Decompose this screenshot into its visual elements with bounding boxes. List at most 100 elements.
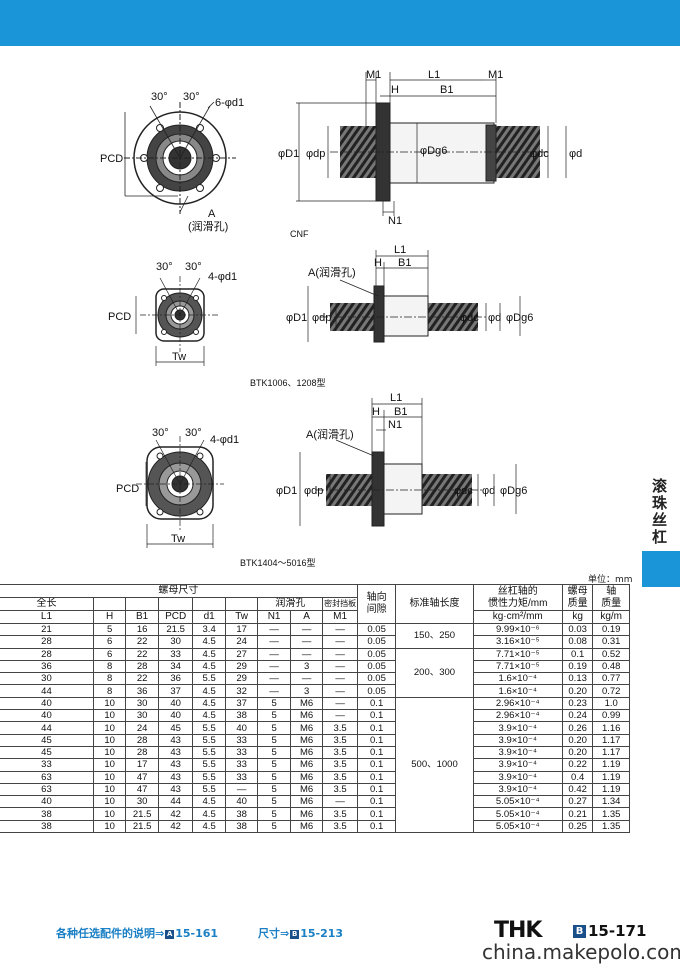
table-cell: 8 <box>92 672 127 686</box>
hdr-B1: B1 <box>125 610 159 624</box>
table-cell: 3.5 <box>322 819 358 834</box>
hdr-total-len: 全长 <box>0 597 94 611</box>
table-cell: 3.4 <box>192 622 226 637</box>
d3-h: H <box>372 406 380 418</box>
table-cell: 43 <box>157 758 194 772</box>
table-cell: M6 <box>289 745 324 760</box>
diagram2-side-view <box>307 250 521 343</box>
d2-tw: Tw <box>172 351 186 363</box>
table-cell: 43 <box>157 782 194 797</box>
table-cell: 5 <box>257 721 291 735</box>
table-cell: 3.9×10⁻⁴ <box>472 758 563 772</box>
table-cell: 33 <box>157 647 194 661</box>
table-cell: M6 <box>289 782 324 797</box>
table-cell: M6 <box>289 758 324 772</box>
table-cell: — <box>322 696 358 711</box>
table-cell: 0.25 <box>561 819 594 834</box>
page-badge: B <box>573 925 586 938</box>
table-cell: 0.1 <box>356 758 397 772</box>
table-cell: 1.19 <box>592 770 630 784</box>
table-cell: 33 <box>0 758 94 772</box>
table-cell: 38 <box>224 709 259 723</box>
d3-d: φd <box>482 485 495 497</box>
table-cell: 24 <box>224 635 259 649</box>
table-cell: 0.1 <box>356 782 397 797</box>
table-cell: 3.9×10⁻⁴ <box>472 733 563 747</box>
hdr-Tw: Tw <box>224 610 259 624</box>
d3-holes: 4-φd1 <box>210 434 239 446</box>
table-cell: 40 <box>224 795 259 809</box>
d1-b1: B1 <box>440 84 453 96</box>
table-cell: — <box>257 622 291 637</box>
table-cell: 0.20 <box>561 745 594 760</box>
table-cell: 5 <box>257 758 291 772</box>
table-cell: 5 <box>257 709 291 723</box>
table-cell: 5 <box>92 622 127 637</box>
table-cell: 0.26 <box>561 721 594 735</box>
table-cell: 1.6×10⁻⁴ <box>472 672 563 686</box>
table-cell: 30 <box>125 709 159 723</box>
table-cell: 43 <box>157 770 194 784</box>
table-cell: 28 <box>125 745 159 760</box>
d2-holes: 4-φd1 <box>208 271 237 283</box>
spec-table: 螺母尺寸 轴向间隙 标准轴长度 丝杠轴的惯性力矩/mm 螺母质量 轴质量 全长 … <box>0 584 630 834</box>
table-cell: 2.96×10⁻⁴ <box>472 696 563 711</box>
table-cell: 5.05×10⁻⁴ <box>472 807 563 821</box>
table-cell: 8 <box>92 684 127 698</box>
d2-angle-a: 30° <box>156 261 173 273</box>
d1-D1: φD1 <box>278 148 299 160</box>
d2-dg6: φDg6 <box>506 312 533 324</box>
table-cell: 30 <box>125 696 159 711</box>
d2-d: φd <box>488 312 501 324</box>
d1-holes: 6-φd1 <box>215 97 244 109</box>
table-cell: 4.5 <box>192 819 226 834</box>
table-cell: 3.9×10⁻⁴ <box>472 770 563 784</box>
table-cell: 27 <box>224 647 259 661</box>
table-cell: 10 <box>92 721 127 735</box>
table-cell: 0.24 <box>561 709 594 723</box>
hdr-nut-unit: kg <box>561 610 594 624</box>
table-cell: 28 <box>0 635 94 649</box>
table-cell: — <box>257 635 291 649</box>
hdr-M1: M1 <box>322 610 358 624</box>
table-cell: 1.6×10⁻⁴ <box>472 684 563 698</box>
table-cell: 5.5 <box>192 745 226 760</box>
table-cell: 22 <box>125 635 159 649</box>
table-cell: 21.5 <box>157 622 194 637</box>
page-number: 15-171 <box>588 922 647 940</box>
table-cell: 5.5 <box>192 721 226 735</box>
d1-pcd: PCD <box>100 153 123 165</box>
d3-dg6: φDg6 <box>500 485 527 497</box>
table-cell: — <box>257 647 291 661</box>
hdr-nut-mass: 螺母质量 <box>561 584 594 611</box>
thk-logo: THK <box>494 918 542 943</box>
d3-angle-a: 30° <box>152 427 169 439</box>
table-cell: — <box>322 795 358 809</box>
table-cell: — <box>322 659 358 674</box>
table-cell: 40 <box>157 696 194 711</box>
table-cell: — <box>289 647 324 661</box>
table-cell: 0.23 <box>561 696 594 711</box>
table-cell: 6 <box>92 635 127 649</box>
table-cell: 3.5 <box>322 770 358 784</box>
table-cell: 29 <box>224 659 259 674</box>
diagram3-front-view <box>136 436 224 548</box>
hdr-d1: d1 <box>192 610 226 624</box>
table-cell: 3.5 <box>322 758 358 772</box>
table-cell: 33 <box>224 745 259 760</box>
table-cell: 10 <box>92 795 127 809</box>
table-cell: — <box>257 672 291 686</box>
table-cell: 5 <box>257 770 291 784</box>
table-cell: 10 <box>92 819 127 834</box>
d2-D1: φD1 <box>286 312 307 324</box>
table-cell: 0.1 <box>356 770 397 784</box>
table-cell: 5 <box>257 733 291 747</box>
table-cell: 10 <box>92 758 127 772</box>
